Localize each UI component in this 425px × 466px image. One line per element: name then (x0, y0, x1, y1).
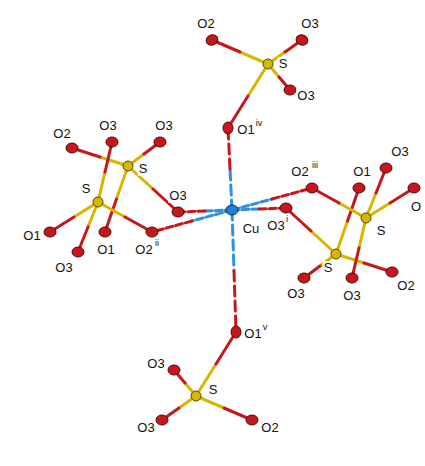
atom-label: O1 (22, 229, 41, 243)
symmetry-code: v (262, 322, 269, 332)
atom-label: O3 (98, 119, 117, 133)
atom-label: O3 (154, 119, 173, 133)
atom-label: O2 (260, 421, 279, 435)
atom-label: O (410, 200, 422, 214)
symmetry-code: i (285, 214, 289, 224)
atom-label: S (278, 57, 289, 71)
atom-label: S (208, 383, 219, 397)
atom-label: O3 (54, 261, 73, 275)
atom-label: O3 (300, 17, 319, 31)
atom-label: S (323, 261, 334, 275)
atom-label: O3 (136, 421, 155, 435)
atom-label: O3 (266, 219, 285, 233)
atom-label: S (138, 162, 149, 176)
atom-label: O2 (396, 279, 415, 293)
atom-label: O1 (352, 165, 371, 179)
atom-label: S (376, 224, 387, 238)
atom-label: O3 (168, 189, 187, 203)
atom-label: O2 (134, 243, 153, 257)
symmetry-code: iii (311, 160, 319, 170)
symmetry-code: ii (154, 238, 160, 248)
atom-label: O3 (146, 357, 165, 371)
atom-label: O2 (196, 17, 215, 31)
atom-label: S (81, 182, 92, 196)
atom-label: Cu (242, 222, 261, 236)
atom-label: O3 (296, 89, 315, 103)
atom-label: O1 (236, 123, 255, 137)
atom-label: O2 (52, 127, 71, 141)
atom-label: O3 (286, 287, 305, 301)
atom-label: O1 (96, 243, 115, 257)
atom-label: O2 (290, 165, 309, 179)
symmetry-code: iv (255, 118, 264, 128)
atom-label: O3 (342, 289, 361, 303)
atom-label: O1 (243, 327, 262, 341)
atom-label: O3 (390, 145, 409, 159)
